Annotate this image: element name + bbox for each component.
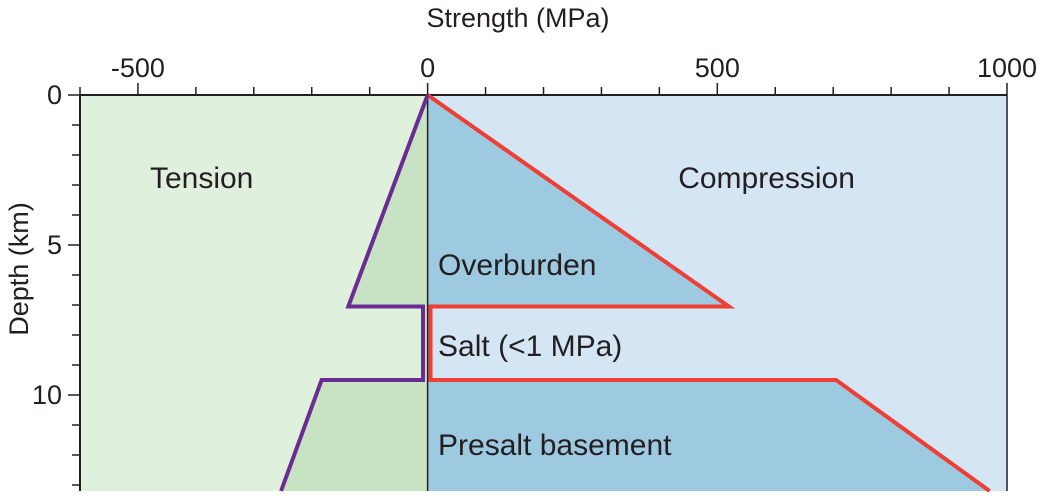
- region-label-compression: Compression: [678, 162, 855, 195]
- axes: -500 0 500 1000 0 5 10: [32, 53, 1037, 491]
- tension-envelope-line: [279, 94, 430, 492]
- layer-label-2: Salt (<1 MPa): [438, 330, 622, 363]
- x-axis-title: Strength (MPa): [426, 3, 609, 33]
- x-tick-label: -500: [111, 53, 165, 83]
- y-axis-title: Depth (km): [4, 202, 34, 336]
- y-tick-label: 10: [32, 380, 62, 410]
- x-tick-label: 0: [420, 53, 435, 83]
- region-label-tension: Tension: [150, 162, 253, 195]
- y-tick-label: 5: [47, 230, 62, 260]
- layer-label-1: Overburden: [438, 249, 596, 282]
- compression-envelope-line: [426, 93, 991, 493]
- x-tick-label: 500: [695, 53, 740, 83]
- layer-label-3: Presalt basement: [438, 429, 672, 462]
- x-tick-label: 1000: [977, 53, 1037, 83]
- y-tick-label: 0: [47, 80, 62, 110]
- envelope-lines: [279, 93, 991, 493]
